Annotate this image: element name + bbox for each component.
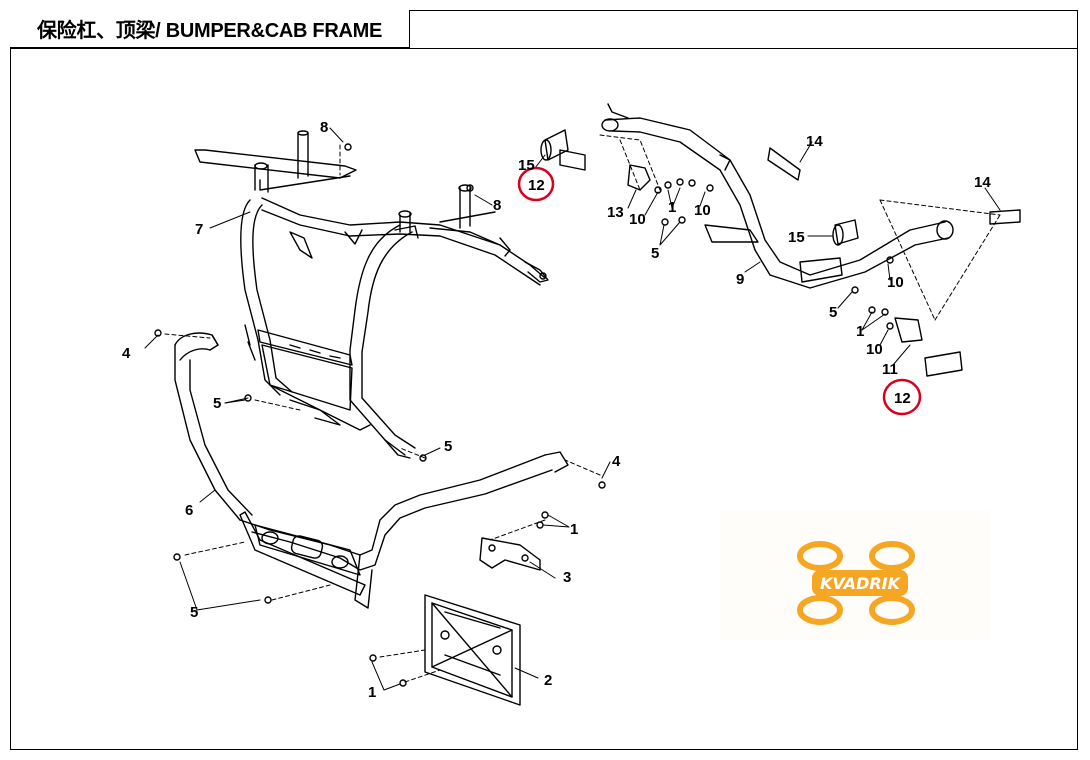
callout-10c: 10	[887, 274, 904, 291]
callout-14b: 14	[974, 174, 991, 191]
front-bumper-part-6	[174, 332, 569, 609]
callout-5c: 5	[190, 604, 198, 621]
title-box: 保险杠、顶梁/ BUMPER&CAB FRAME	[10, 10, 410, 48]
pad-part-14a	[767, 147, 801, 181]
callout-labels: 8 8 7 4 5 5 6 5 4 1 3 2 1 15 12 13 10 1 …	[122, 119, 991, 701]
callout-1c: 1	[668, 199, 676, 216]
callout-2: 2	[544, 672, 552, 689]
callout-5b: 5	[444, 438, 452, 455]
rubber-bushing-part-15b	[832, 219, 859, 246]
highlight-circle-12a	[517, 166, 555, 202]
callout-8b: 8	[493, 197, 501, 214]
title-divider	[10, 48, 1078, 49]
callout-14a: 14	[806, 133, 823, 150]
callout-15a: 15	[518, 157, 535, 174]
callout-6: 6	[185, 502, 193, 519]
callout-8a: 8	[320, 119, 328, 136]
callout-5d: 5	[651, 245, 659, 262]
callout-1d: 1	[856, 323, 864, 340]
callout-9: 9	[736, 271, 744, 288]
rubber-bushing-part-15a	[540, 129, 569, 161]
cab-frame-part-7	[194, 130, 549, 459]
drawing-border	[10, 10, 1078, 750]
callout-12a: 12	[528, 177, 545, 194]
callout-5e: 5	[829, 304, 837, 321]
callout-7: 7	[195, 221, 203, 238]
callout-15b: 15	[788, 229, 805, 246]
bracket-part-3	[479, 537, 541, 571]
pad-part-14b	[989, 209, 1021, 225]
callout-13: 13	[607, 204, 624, 221]
pad-part-12b	[924, 351, 963, 377]
callout-10d: 10	[866, 341, 883, 358]
pad-part-12a	[559, 149, 586, 171]
callout-4b: 4	[612, 453, 621, 470]
callout-12b: 12	[894, 390, 911, 407]
callout-10b: 10	[694, 202, 711, 219]
watermark-logo: KVADRIK	[720, 510, 990, 640]
license-plate-part-2	[424, 594, 521, 706]
callout-10a: 10	[629, 211, 646, 228]
page-title: 保险杠、顶梁/ BUMPER&CAB FRAME	[36, 20, 383, 42]
callout-1a: 1	[570, 521, 578, 538]
callout-5a: 5	[213, 395, 221, 412]
callout-11: 11	[882, 361, 898, 378]
callout-4a: 4	[122, 345, 131, 362]
highlight-circle-12b	[882, 378, 922, 416]
callout-3: 3	[563, 569, 571, 586]
watermark-brand: KVADRIK	[820, 574, 902, 593]
rear-bar-part-9	[601, 103, 954, 343]
callout-1b: 1	[368, 684, 376, 701]
bolts	[154, 143, 894, 687]
